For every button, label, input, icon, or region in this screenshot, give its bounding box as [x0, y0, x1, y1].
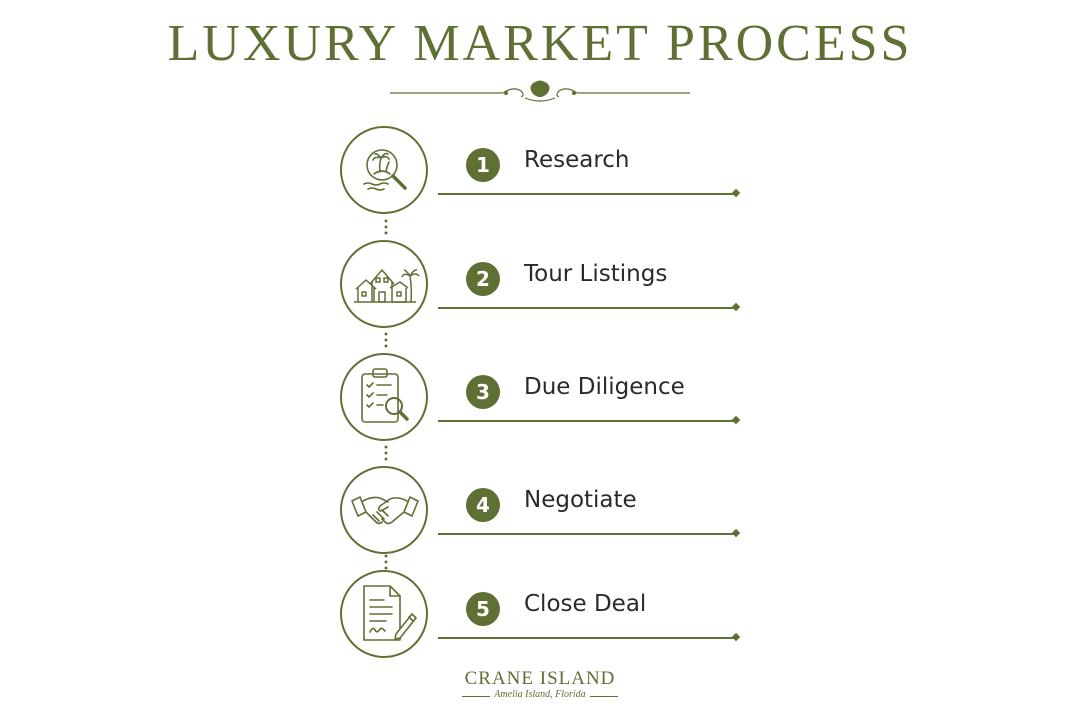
step-negotiate: 4 Negotiate — [340, 466, 760, 562]
step-due-diligence: 3 Due Diligence — [340, 353, 760, 449]
step-research: 1 Research — [340, 126, 760, 222]
step-close-deal: 5 Close Deal — [340, 570, 760, 666]
step-number-badge: 5 — [466, 592, 500, 626]
step-label: Research — [524, 147, 630, 173]
step-underline — [438, 632, 741, 642]
step-label: Tour Listings — [524, 261, 668, 287]
step-number-badge: 2 — [466, 262, 500, 296]
step-number-badge: 4 — [466, 488, 500, 522]
brand-logo-tagline: Amelia Island, Florida — [494, 689, 586, 700]
decorative-divider-icon — [390, 80, 690, 102]
step-label: Close Deal — [524, 591, 647, 617]
connector-dots — [384, 331, 388, 349]
step-underline — [438, 302, 741, 312]
step-label: Due Diligence — [524, 374, 685, 400]
connector-dots — [384, 218, 388, 236]
step-underline — [438, 415, 741, 425]
island-magnifier-icon — [340, 126, 428, 214]
step-number-badge: 3 — [466, 375, 500, 409]
step-number-badge: 1 — [466, 148, 500, 182]
signed-document-icon — [340, 570, 428, 658]
handshake-icon — [340, 466, 428, 554]
page-title: LUXURY MARKET PROCESS — [167, 15, 913, 72]
clipboard-checklist-icon — [340, 353, 428, 441]
connector-dots — [384, 553, 388, 571]
step-underline — [438, 188, 741, 198]
connector-dots — [384, 444, 388, 462]
step-tour-listings: 2 Tour Listings — [340, 240, 760, 336]
step-label: Negotiate — [524, 487, 637, 513]
brand-logo-tagline-wrap: Amelia Island, Florida — [440, 689, 640, 703]
brand-logo-name: CRANE ISLAND — [464, 668, 616, 689]
step-underline — [438, 528, 741, 538]
house-palm-icon — [340, 240, 428, 328]
